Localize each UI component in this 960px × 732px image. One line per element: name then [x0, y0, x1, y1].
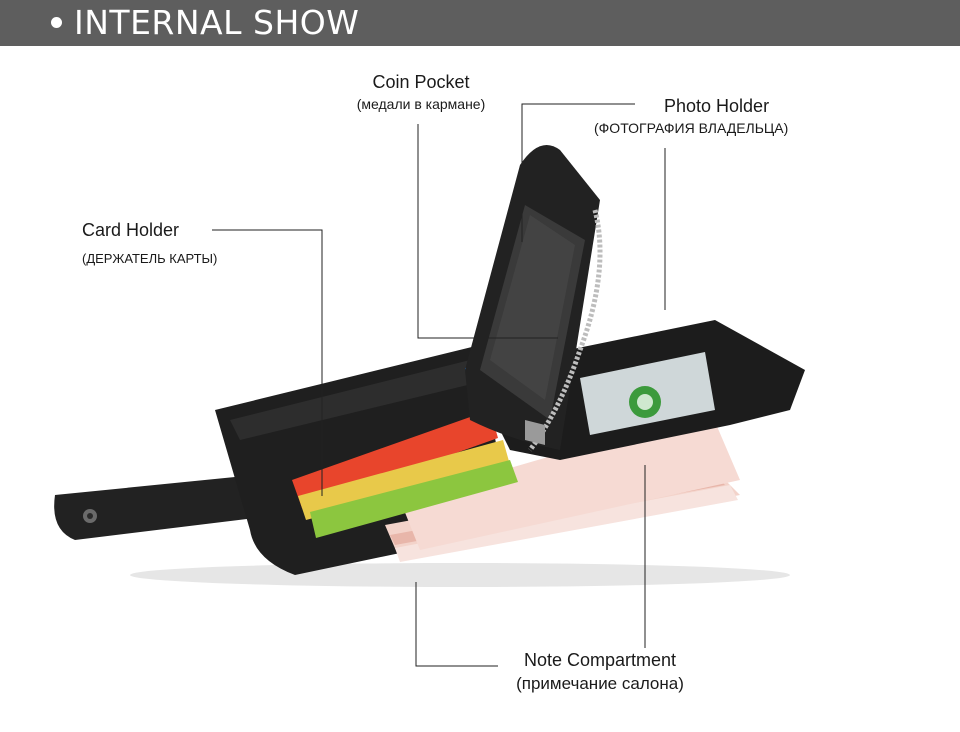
photo-holder-subtitle: (ФОТОГРАФИЯ ВЛАДЕЛЬЦА) [594, 120, 789, 136]
header-bar: INTERNAL SHOW [0, 0, 960, 46]
photo-holder-callout: Photo Holder (ФОТОГРАФИЯ ВЛАДЕЛЬЦА) [594, 96, 844, 136]
note-compartment-title: Note Compartment [523, 650, 677, 670]
card-holder-callout: Card Holder (ДЕРЖАТЕЛЬ КАРТЫ) [82, 220, 217, 266]
card-holder-leader [212, 229, 323, 496]
coin-pocket-leader [417, 124, 558, 339]
card-holder-title: Card Holder [82, 220, 180, 240]
photo-holder-leader-a [521, 103, 635, 242]
coin-pocket-callout: Coin Pocket (медали в кармане) [336, 72, 506, 112]
note-compartment-subtitle: (примечание салона) [516, 674, 684, 693]
note-leader-a [415, 582, 498, 667]
card-holder-subtitle: (ДЕРЖАТЕЛЬ КАРТЫ) [82, 251, 218, 266]
page-title: INTERNAL SHOW [74, 3, 360, 42]
wallet-image [54, 145, 805, 587]
coin-pocket-subtitle: (медали в кармане) [356, 96, 486, 112]
note-compartment-callout: Note Compartment (примечание салона) [490, 650, 710, 694]
bullet-icon [51, 17, 62, 28]
photo-holder-title: Photo Holder [664, 96, 770, 116]
coin-pocket-title: Coin Pocket [372, 72, 470, 92]
